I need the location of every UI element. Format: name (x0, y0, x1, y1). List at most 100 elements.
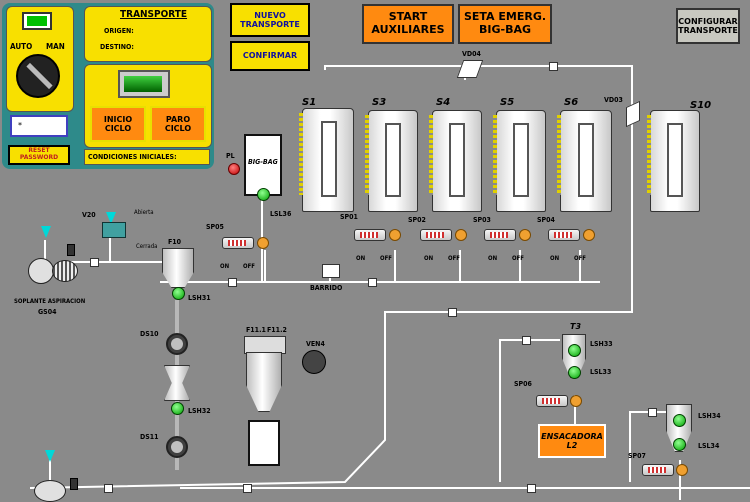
v20-closed-label: Cerrada (136, 243, 158, 250)
pl-indicator-red (228, 163, 240, 175)
f11-1-label: F11.1 (246, 326, 266, 334)
sp05-valve[interactable] (257, 237, 269, 249)
v20-valve[interactable] (102, 222, 126, 238)
fan-ven4[interactable] (302, 350, 326, 374)
silo-s3[interactable] (365, 110, 418, 212)
password-field[interactable]: * (10, 115, 68, 137)
silo-label-s5: S5 (500, 97, 515, 108)
sp07-valve[interactable] (676, 464, 688, 476)
rotary-valve-ds11[interactable] (166, 436, 188, 458)
silo-s1[interactable] (299, 108, 354, 212)
sp02-off: OFF (448, 255, 460, 262)
sp02-label: SP02 (408, 216, 426, 224)
sp07-label: SP07 (628, 452, 646, 460)
sp05-off: OFF (243, 263, 255, 270)
big-bag-label: BIG-BAG (248, 158, 278, 166)
sp02-valve[interactable] (455, 229, 467, 241)
inlet-filter-left (41, 226, 51, 238)
emergency-stop-bigbag-button[interactable]: SETA EMERG. BIG-BAG (458, 4, 552, 44)
sp01-on: ON (356, 255, 366, 262)
sp06-valve[interactable] (570, 395, 582, 407)
flow-arrow-left (90, 258, 99, 267)
silo-label-s10: S10 (690, 100, 712, 111)
sp06-label: SP06 (514, 380, 532, 388)
sp04-label: SP04 (537, 216, 555, 224)
mode-selector-knob[interactable] (16, 54, 60, 98)
sp04-motor[interactable] (548, 229, 580, 241)
filter-f11-box[interactable] (244, 336, 286, 354)
lsl36-label: LSL36 (270, 210, 292, 218)
password-value: * (18, 121, 22, 130)
sp03-motor[interactable] (484, 229, 516, 241)
silo-s10[interactable] (647, 110, 700, 212)
lsh32-indicator (171, 402, 184, 415)
configure-transport-button[interactable]: CONFIGURAR TRANSPORTE (676, 8, 740, 44)
transport-box (84, 6, 212, 62)
initial-conditions-label: CONDICIONES INICIALES: (88, 153, 177, 161)
big-bag-frame[interactable] (244, 134, 282, 196)
auto-label: AUTO (10, 42, 33, 51)
silo-label-s6: S6 (564, 97, 579, 108)
bottom-blower[interactable] (34, 480, 66, 502)
lsh31-indicator (172, 287, 185, 300)
stop-cycle-button[interactable]: PARO CICLO (150, 106, 206, 142)
sp06-motor[interactable] (536, 395, 568, 407)
cycle-indicator-lamp (118, 70, 170, 98)
lsl36-indicator (257, 188, 270, 201)
silo-label-s3: S3 (372, 97, 387, 108)
silo-s5[interactable] (493, 110, 546, 212)
start-cycle-button[interactable]: INICIO CICLO (90, 106, 146, 142)
lsl33-label: LSL33 (590, 368, 612, 376)
new-transport-button[interactable]: NUEVO TRANSPORTE (230, 3, 310, 37)
lsl34-indicator (673, 438, 686, 451)
mode-indicator-lamp (22, 12, 52, 30)
blower-code: GS04 (38, 308, 57, 316)
t3-label: T3 (570, 322, 582, 331)
lsh32-label: LSH32 (188, 407, 211, 415)
rotary-valve-ds10[interactable] (166, 333, 188, 355)
blower-gs04[interactable] (28, 254, 80, 288)
f11-2-label: F11.2 (267, 326, 287, 334)
sp04-valve[interactable] (583, 229, 595, 241)
blower-label: SOPLANTE ASPIRACION (14, 298, 86, 305)
barrido-label: BARRIDO (310, 284, 343, 292)
initial-conditions-bar (84, 149, 210, 165)
sp01-label: SP01 (340, 213, 358, 221)
ven4-label: VEN4 (306, 340, 325, 348)
sp02-motor[interactable] (420, 229, 452, 241)
lsh33-label: LSH33 (590, 340, 613, 348)
silo-s4[interactable] (429, 110, 482, 212)
sp05-label: SP05 (206, 223, 224, 231)
sp01-valve[interactable] (389, 229, 401, 241)
start-auxiliaries-button[interactable]: START AUXILIARES (362, 4, 454, 44)
silo-label-s4: S4 (436, 97, 451, 108)
flow-arrow-t4 (648, 408, 657, 417)
big-bag-lower (248, 420, 280, 466)
sp07-motor[interactable] (642, 464, 674, 476)
lsl33-indicator (568, 366, 581, 379)
lsl34-label: LSL34 (698, 442, 720, 450)
sp03-off: OFF (512, 255, 524, 262)
sp02-on: ON (424, 255, 434, 262)
flow-arrow-top (549, 62, 558, 71)
silo-s6[interactable] (557, 110, 612, 212)
lsh33-indicator (568, 344, 581, 357)
blower-status-icon (67, 244, 75, 256)
destination-label: DESTINO: (100, 43, 134, 51)
barrido-valve[interactable] (322, 264, 340, 278)
sp03-valve[interactable] (519, 229, 531, 241)
inlet-filter-bottom (45, 450, 55, 462)
vd04-label: VD04 (462, 50, 481, 58)
bagging-machine-l2[interactable]: ENSACADORA L2 (538, 424, 606, 458)
lsh34-indicator (673, 414, 686, 427)
confirm-button[interactable]: CONFIRMAR (230, 41, 310, 71)
sp01-motor[interactable] (354, 229, 386, 241)
inlet-filter-v20 (106, 212, 116, 224)
sp03-label: SP03 (473, 216, 491, 224)
bottom-status-icon (70, 478, 78, 490)
reset-password-button[interactable]: RESET PASSWORD (8, 145, 70, 165)
sp05-motor[interactable] (222, 237, 254, 249)
flow-arrow-return (228, 278, 237, 287)
vd03-label: VD03 (604, 96, 623, 104)
sp01-off: OFF (380, 255, 392, 262)
